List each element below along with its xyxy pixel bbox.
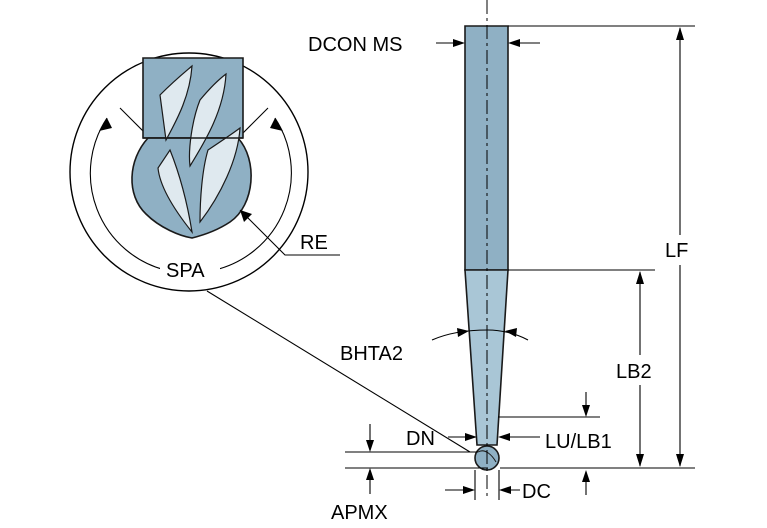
- lb2-arrow-bottom: [636, 454, 644, 467]
- dn-label: DN: [406, 428, 435, 450]
- spa-arc-left: [89, 117, 166, 271]
- dc-label: DC: [522, 481, 551, 503]
- spa-label: SPA: [166, 260, 205, 282]
- bhta2-arc: [431, 329, 529, 341]
- spa-arrow-right: [270, 118, 283, 131]
- dn-dimension: DN: [406, 428, 540, 450]
- re-label: RE: [300, 232, 328, 254]
- dcon-ms-arrow-right: [508, 39, 520, 47]
- dn-arrow-right: [498, 433, 510, 441]
- tool-tip-flute: [477, 450, 497, 463]
- lb2-arrow-top: [636, 271, 644, 284]
- detail-flute-1: [159, 64, 193, 142]
- dc-arrow-right: [499, 486, 511, 494]
- bhta2-arrow-left: [457, 328, 469, 337]
- apmx-dimension: APMX: [331, 424, 488, 524]
- detail-flute-4: [199, 126, 241, 224]
- lf-label: LF: [665, 240, 688, 262]
- dcon-ms-label: DCON MS: [308, 34, 402, 56]
- lu-lb1-label: LU/LB1: [545, 431, 612, 453]
- detail-flute-2: [188, 72, 227, 168]
- lu-lb1-arrow-top: [582, 405, 590, 417]
- spa-arrow-left: [99, 118, 112, 131]
- bhta2-dimension: BHTA2: [340, 328, 529, 365]
- dcon-ms-dimension: DCON MS: [308, 34, 540, 56]
- tool-side-view: [464, 0, 509, 500]
- detail-view: RE SPA: [69, 52, 340, 292]
- lf-arrow-bottom: [676, 454, 684, 467]
- lu-lb1-arrow-bottom: [582, 470, 590, 482]
- detail-connector-line: [206, 290, 471, 453]
- spa-label-bg: [160, 255, 220, 283]
- detail-outer-circle: [69, 52, 309, 292]
- lb2-dimension: LB2: [508, 269, 655, 467]
- dcon-ms-arrow-left: [453, 39, 465, 47]
- apmx-arrow-top: [366, 440, 374, 452]
- lu-lb1-dimension: LU/LB1: [498, 392, 612, 495]
- bhta2-label: BHTA2: [340, 343, 403, 365]
- apmx-arrow-bottom: [366, 468, 374, 480]
- lf-arrow-top: [676, 27, 684, 40]
- lb2-label: LB2: [616, 361, 652, 383]
- bhta2-arrow-right: [505, 328, 517, 337]
- spa-arc-right: [214, 117, 292, 271]
- dc-dimension: DC: [445, 470, 551, 503]
- lf-dimension: LF: [500, 25, 695, 469]
- re-arrow: [240, 210, 252, 222]
- dn-arrow-left: [465, 433, 477, 441]
- dc-arrow-left: [463, 486, 475, 494]
- detail-flute-3: [157, 148, 193, 235]
- re-leader: [239, 209, 340, 256]
- apmx-label: APMX: [331, 502, 388, 523]
